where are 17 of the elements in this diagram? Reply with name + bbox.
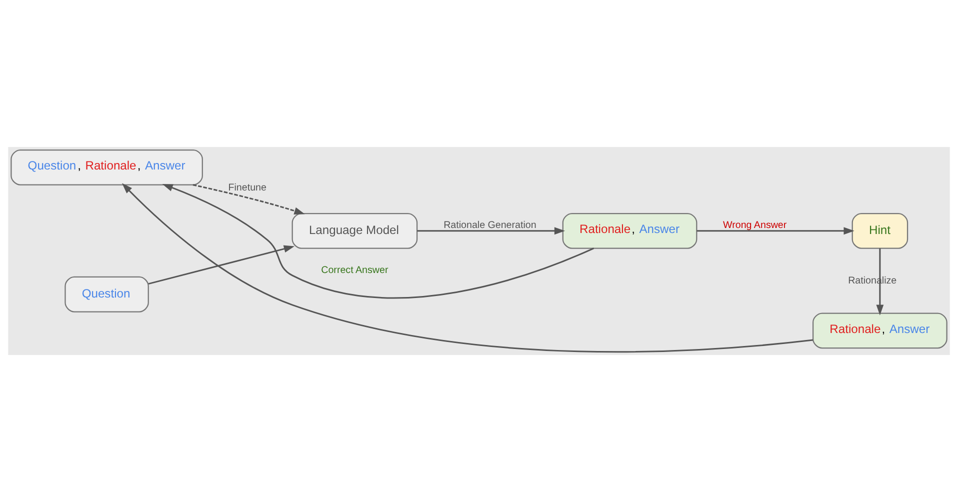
node-box: Question	[64, 276, 149, 312]
arrow	[417, 227, 566, 235]
node-box: Rationale, Answer	[562, 212, 698, 249]
edge-label: Rationale Generation	[444, 220, 536, 232]
arrow	[192, 184, 305, 214]
arrow	[162, 184, 594, 299]
arrow	[696, 227, 854, 235]
edge-label: Correct Answer	[321, 264, 388, 276]
arrow	[122, 183, 814, 353]
edge-label: Finetune	[228, 182, 266, 194]
arrow	[876, 248, 884, 316]
node-box: Question, Rationale, Answer	[10, 149, 203, 186]
edge-label: Wrong Answer	[723, 220, 787, 232]
node-box: Hint	[852, 212, 908, 249]
node-box: Rationale, Answer	[812, 312, 948, 349]
arrow	[148, 245, 294, 285]
node-box: Language Model	[292, 212, 418, 249]
